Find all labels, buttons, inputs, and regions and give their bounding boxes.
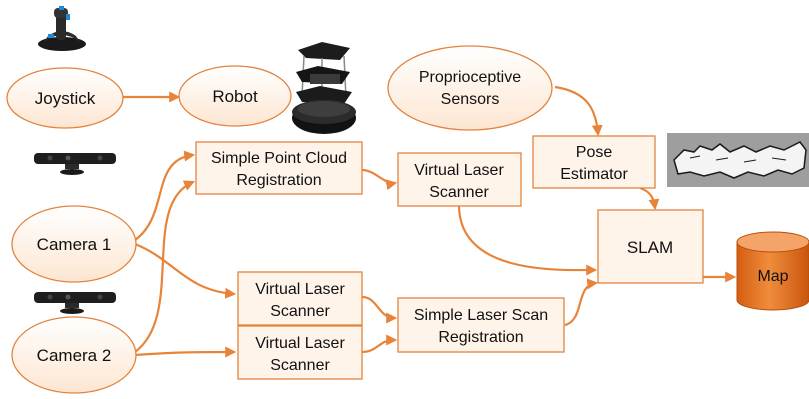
- pose-label-line2: Estimator: [560, 166, 628, 183]
- edge-camera1-vls-mid: [134, 242, 237, 299]
- pose-label-line1: Pose: [576, 144, 613, 161]
- map-cylinder-top: [736, 231, 809, 253]
- camera-1-label: Camera 1: [37, 235, 112, 254]
- camera-2-label: Camera 2: [37, 346, 112, 365]
- robot-label: Robot: [212, 87, 258, 106]
- joystick-label: Joystick: [35, 89, 96, 108]
- spcr-label-line1: Simple Point Cloud: [211, 150, 347, 167]
- edge-camera1-spcr: [134, 150, 196, 241]
- edge-vls-top-slam: [457, 205, 598, 276]
- edge-vls-mid-slsr: [361, 295, 398, 324]
- virtual-laser-scanner-bottom-node: Virtual Laser Scanner: [237, 325, 363, 380]
- robot-node: Robot: [178, 65, 292, 127]
- edge-slsr-slam: [564, 278, 599, 327]
- map-label: Map: [757, 268, 788, 285]
- kinect-camera-icon-2: [34, 292, 116, 314]
- slsr-label-line2: Registration: [438, 329, 523, 346]
- spcr-label-line2: Registration: [236, 172, 321, 189]
- edge-camera2-vls-bot: [134, 346, 237, 358]
- vls-mid-label-line1: Virtual Laser: [255, 281, 345, 298]
- map-cylinder-body: [736, 242, 809, 311]
- vls-bot-label-line1: Virtual Laser: [255, 335, 345, 352]
- simple-point-cloud-registration-node: Simple Point Cloud Registration: [195, 141, 363, 195]
- slam-label: SLAM: [627, 238, 673, 257]
- turtlebot-robot-icon: [292, 42, 356, 134]
- occupancy-map-thumbnail: [667, 133, 809, 187]
- edge-spcr-vls-top: [361, 168, 398, 191]
- joystick-icon: [38, 6, 86, 51]
- camera-1-node: Camera 1: [11, 205, 137, 283]
- kinect-camera-icon-1: [34, 153, 116, 175]
- joystick-node: Joystick: [6, 67, 124, 129]
- proprioceptive-sensors-label-line2: Sensors: [441, 91, 500, 108]
- slsr-label-line1: Simple Laser Scan: [414, 307, 548, 324]
- edge-camera2-spcr: [134, 180, 196, 353]
- edge-vls-bot-slsr: [361, 334, 398, 354]
- simple-laser-scan-registration-node: Simple Laser Scan Registration: [397, 297, 565, 353]
- virtual-laser-scanner-mid-node: Virtual Laser Scanner: [237, 271, 363, 326]
- edge-proprio-pose: [554, 85, 603, 137]
- proprioceptive-sensors-label-line1: Proprioceptive: [419, 69, 521, 86]
- virtual-laser-scanner-top-node: Virtual Laser Scanner: [397, 152, 522, 207]
- edges: [120, 85, 737, 358]
- proprioceptive-sensors-node: Proprioceptive Sensors: [387, 45, 553, 131]
- slam-node: SLAM: [597, 209, 704, 284]
- vls-mid-label-line2: Scanner: [270, 303, 330, 320]
- camera-2-node: Camera 2: [11, 316, 137, 394]
- vls-top-label-line1: Virtual Laser: [414, 162, 504, 179]
- edge-pose-slam: [639, 186, 660, 211]
- pose-estimator-node: Pose Estimator: [532, 135, 656, 189]
- map-cylinder-node: Map: [736, 231, 809, 311]
- vls-bot-label-line2: Scanner: [270, 357, 330, 374]
- vls-top-label-line2: Scanner: [429, 184, 489, 201]
